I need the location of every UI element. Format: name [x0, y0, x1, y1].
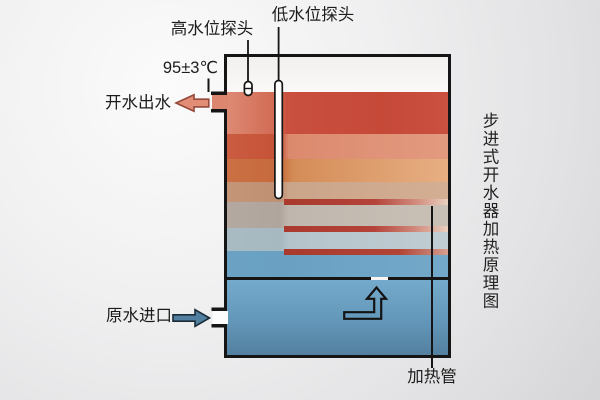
label-heating-tube: 加热管	[407, 368, 457, 386]
water-layer-warm	[227, 159, 448, 182]
water-layer-warm-gray	[227, 202, 448, 228]
tank-outline	[224, 54, 451, 358]
heating-tube-stripe-2	[283, 226, 448, 232]
chamber-divider-left	[227, 277, 371, 280]
water-layer-boiling	[227, 92, 448, 134]
label-boiling-water-outlet: 开水出水	[105, 94, 171, 112]
inlet-arrow	[172, 308, 212, 328]
heating-tube-stripe-1	[283, 199, 448, 205]
diagram-title-vertical: 步进式开水器加热原理图	[480, 112, 498, 310]
chamber-divider-right	[388, 277, 448, 280]
heating-tube-stripe-3	[283, 249, 448, 255]
tank-interior	[227, 57, 448, 355]
label-raw-water-inlet: 原水进口	[106, 307, 172, 325]
water-layer-hot	[227, 134, 448, 159]
label-low-level-probe: 低水位探头	[271, 6, 355, 24]
water-layer-cold	[227, 251, 448, 277]
lower-chamber-water	[227, 280, 448, 355]
label-outlet-temperature: 95±3℃	[162, 59, 218, 77]
water-layer-cool-gray	[227, 228, 448, 251]
outlet-arrow	[174, 93, 210, 113]
steam-space-layer	[227, 57, 448, 92]
label-high-level-probe: 高水位探头	[170, 20, 254, 38]
